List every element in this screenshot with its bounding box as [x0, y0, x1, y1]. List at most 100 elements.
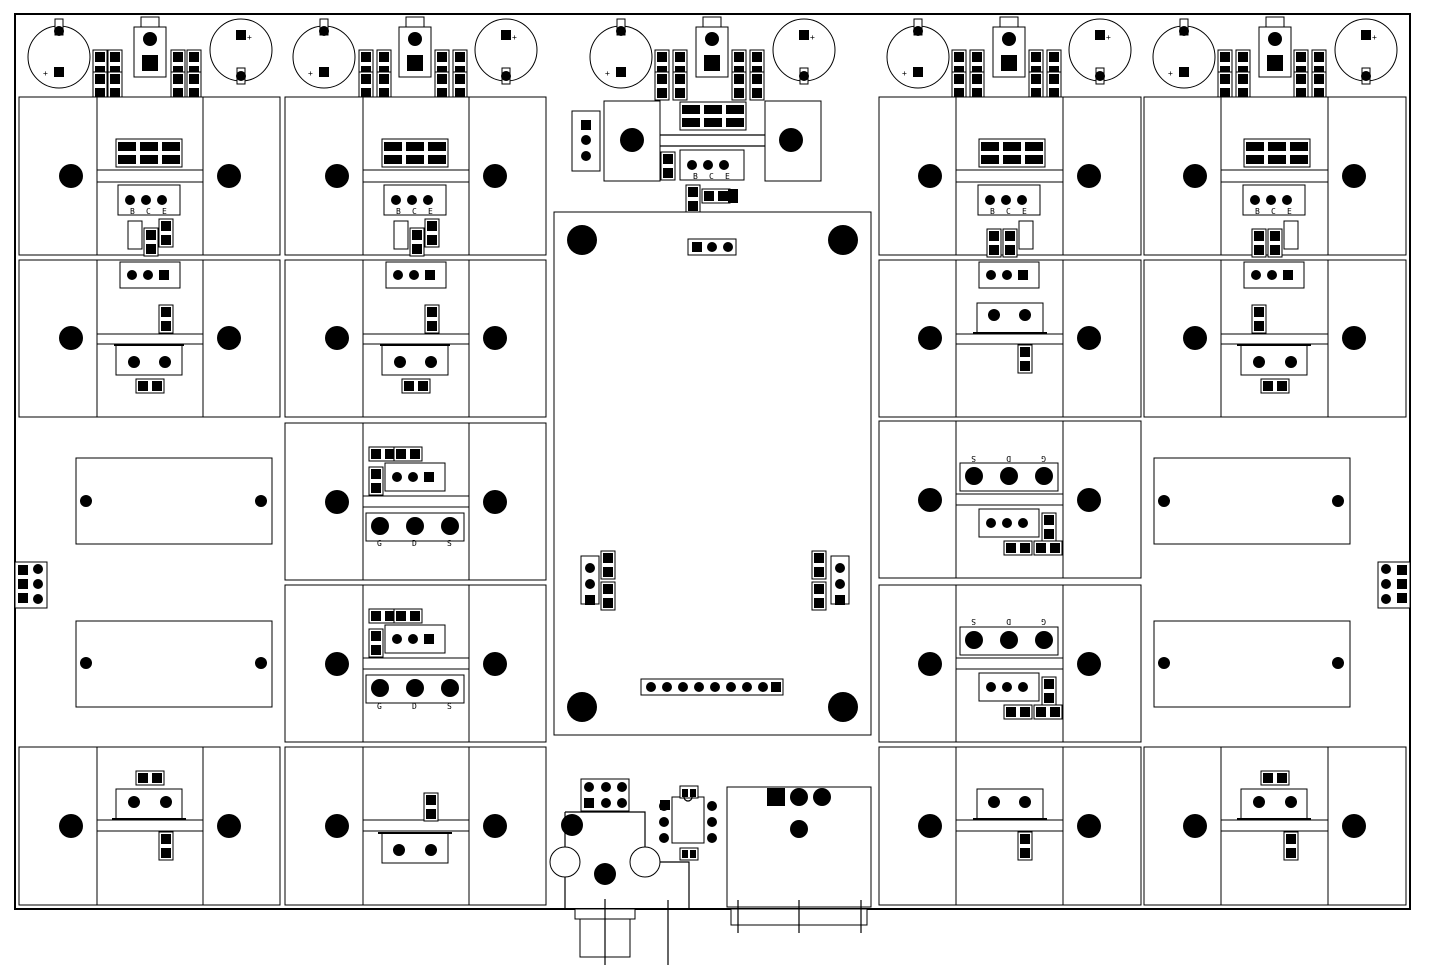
header-pin [1002, 270, 1012, 280]
label-g: G [1041, 454, 1046, 463]
smd-component [424, 218, 440, 248]
smd-pad [989, 245, 999, 255]
header-pin [408, 634, 418, 644]
smd-component [1235, 71, 1251, 101]
mounting-hole [620, 128, 644, 152]
heatsink-pad [1143, 259, 1222, 418]
mounting-hole [567, 225, 597, 255]
smd-pad [1286, 834, 1296, 844]
smd-component [654, 49, 670, 79]
smd-pad [161, 307, 171, 317]
smd-pad [412, 230, 422, 240]
mounting-hole [483, 164, 507, 188]
heatsink-pad [468, 96, 547, 256]
smd-component [1033, 540, 1063, 556]
smd-pad [410, 611, 420, 621]
smd-pad [1290, 155, 1308, 164]
smd-pad [140, 142, 158, 151]
ic-pin-left [659, 817, 669, 827]
mosfet-pin [371, 679, 389, 697]
header-pin [141, 195, 151, 205]
smd-component [1293, 71, 1309, 101]
heatsink-pad [1062, 259, 1142, 418]
header-pin [835, 563, 845, 573]
smd-component [401, 378, 431, 394]
transistor-bce [977, 184, 1041, 216]
smd-pad [371, 611, 381, 621]
electrolytic-capacitor: + [474, 18, 538, 85]
smd-component [1028, 71, 1044, 101]
smd-pad [1020, 347, 1030, 357]
regulator-pin-square [1001, 55, 1017, 71]
smd-pad [726, 118, 744, 127]
smd-component [452, 49, 468, 79]
smd-pad [146, 230, 156, 240]
header-pin [986, 682, 996, 692]
smd-pad [954, 74, 964, 84]
trimmer-pot [1243, 261, 1305, 289]
smd-pad [1277, 773, 1287, 783]
smd-pad [1254, 307, 1264, 317]
terminal-hole [80, 657, 92, 669]
smd-component [1260, 770, 1290, 786]
smd-pad [814, 598, 824, 608]
heatsink-outline [1327, 259, 1407, 418]
diode-outline [381, 832, 449, 864]
connector-pin [33, 594, 43, 604]
heatsink-outline [468, 746, 547, 906]
smd-pad [1263, 381, 1273, 391]
smd-pad [371, 449, 381, 459]
smd-component [811, 581, 827, 611]
mounting-hole [1077, 164, 1101, 188]
heatsink-outline [878, 746, 957, 906]
label-d: D [412, 702, 417, 711]
smd-pad [418, 381, 428, 391]
capacitor-pin [54, 26, 64, 36]
smd-pad [161, 235, 171, 245]
smd-pad [95, 52, 105, 62]
heatsink-outline [1062, 746, 1142, 906]
header-pin [1251, 270, 1261, 280]
header-pin [835, 579, 845, 589]
smd-component [731, 71, 747, 101]
smd-pad [657, 66, 667, 76]
smd-pad [173, 52, 183, 62]
ic-pin-right [707, 801, 717, 811]
heatsink-pad [18, 259, 98, 418]
header-pin [1017, 195, 1027, 205]
connector-pad [1397, 579, 1407, 589]
mounting-hole [59, 326, 83, 350]
smd-pad [1220, 52, 1230, 62]
connector-pin [1381, 579, 1391, 589]
smd-pad [427, 321, 437, 331]
diode-outline [976, 302, 1044, 334]
smd-pad [1296, 88, 1306, 98]
smd-component [811, 550, 827, 580]
smd-pad [140, 155, 158, 164]
pin [617, 798, 627, 808]
trimmer-pot [978, 261, 1040, 289]
smd-pad [1044, 515, 1054, 525]
diode-pin [425, 356, 437, 368]
heatsink-outline [468, 422, 547, 581]
header-pin [125, 195, 135, 205]
power-inlet [726, 786, 872, 908]
smd-pad [704, 105, 722, 114]
smd-pad [95, 88, 105, 98]
mounting-hole [217, 814, 241, 838]
voltage-regulator [992, 16, 1026, 78]
smd-component [368, 446, 398, 462]
smd-pad [1049, 88, 1059, 98]
header-pin [1018, 682, 1028, 692]
mounting-hole [828, 225, 858, 255]
heatsink-outline [1062, 96, 1142, 256]
smd-pad [361, 66, 371, 76]
diode-pin [393, 844, 405, 856]
output-terminal [1153, 457, 1351, 545]
electrolytic-capacitor: + [589, 18, 653, 89]
smd-pad [1031, 74, 1041, 84]
smd-pad [427, 307, 437, 317]
smd-pad [752, 88, 762, 98]
smd-array [1243, 138, 1311, 168]
mounting-hole [567, 692, 597, 722]
